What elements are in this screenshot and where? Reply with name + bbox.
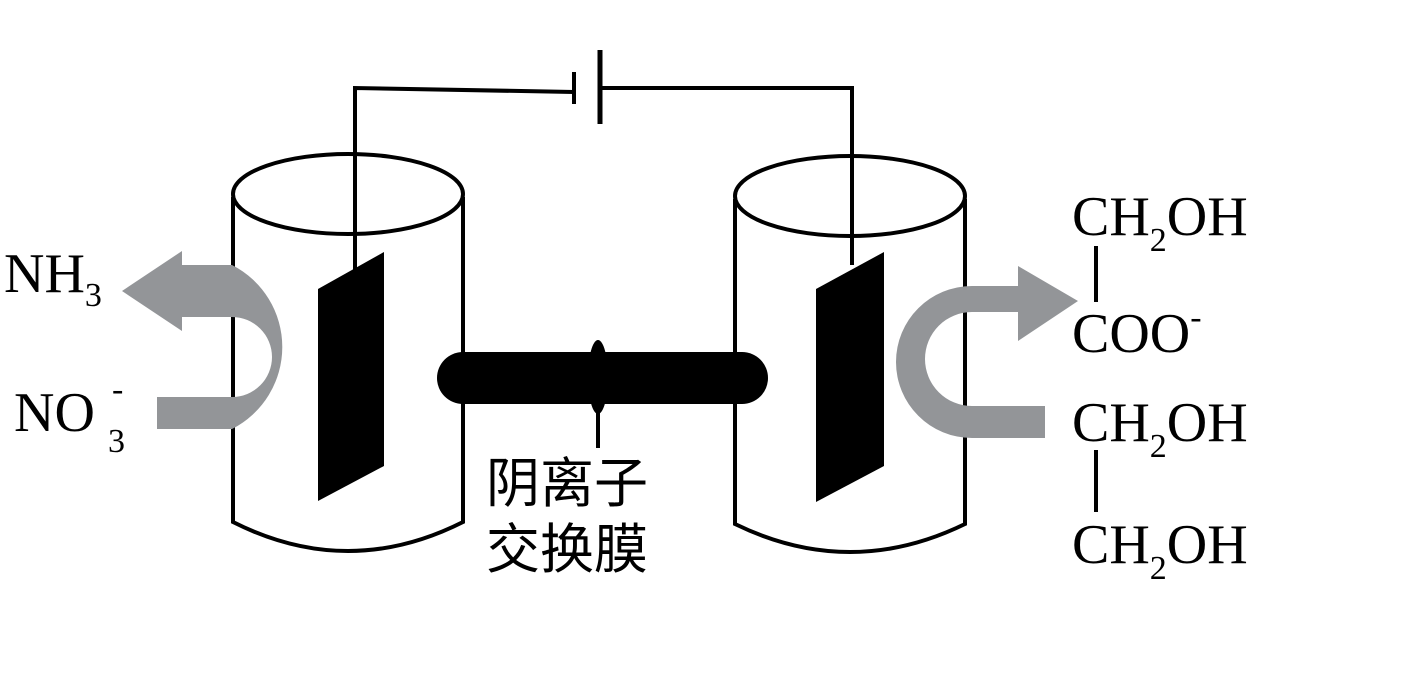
membrane-tube bbox=[437, 340, 768, 448]
left-cell-rim bbox=[231, 152, 465, 236]
left-electrode bbox=[318, 252, 384, 501]
left-wire bbox=[353, 85, 575, 270]
right-cell bbox=[733, 154, 967, 554]
right-wire bbox=[600, 86, 854, 265]
no3-superscript: - bbox=[112, 371, 123, 408]
right-cell-body bbox=[733, 199, 967, 554]
right-cell-rim bbox=[733, 154, 967, 238]
no3-label: NO bbox=[14, 382, 95, 444]
ch2oh-top-label: CH2OH bbox=[1072, 186, 1248, 259]
ch2oh-middle-label: CH2OH bbox=[1072, 392, 1248, 465]
right-process-arrow bbox=[896, 266, 1078, 438]
circuit bbox=[353, 50, 854, 270]
left-cell-body bbox=[231, 197, 465, 553]
left-cell bbox=[231, 152, 465, 553]
left-process-arrow bbox=[122, 251, 283, 429]
right-electrode bbox=[816, 252, 884, 502]
ch2oh-bottom-label: CH2OH bbox=[1072, 514, 1248, 587]
membrane-label-line1: 阴离子 bbox=[486, 452, 648, 515]
nh3-label: NH3 bbox=[4, 243, 102, 314]
membrane-disc bbox=[588, 340, 608, 414]
no3-subscript: 3 bbox=[108, 423, 125, 460]
coo-label: COO- bbox=[1072, 299, 1202, 365]
membrane-label-line2: 交换膜 bbox=[486, 518, 648, 581]
